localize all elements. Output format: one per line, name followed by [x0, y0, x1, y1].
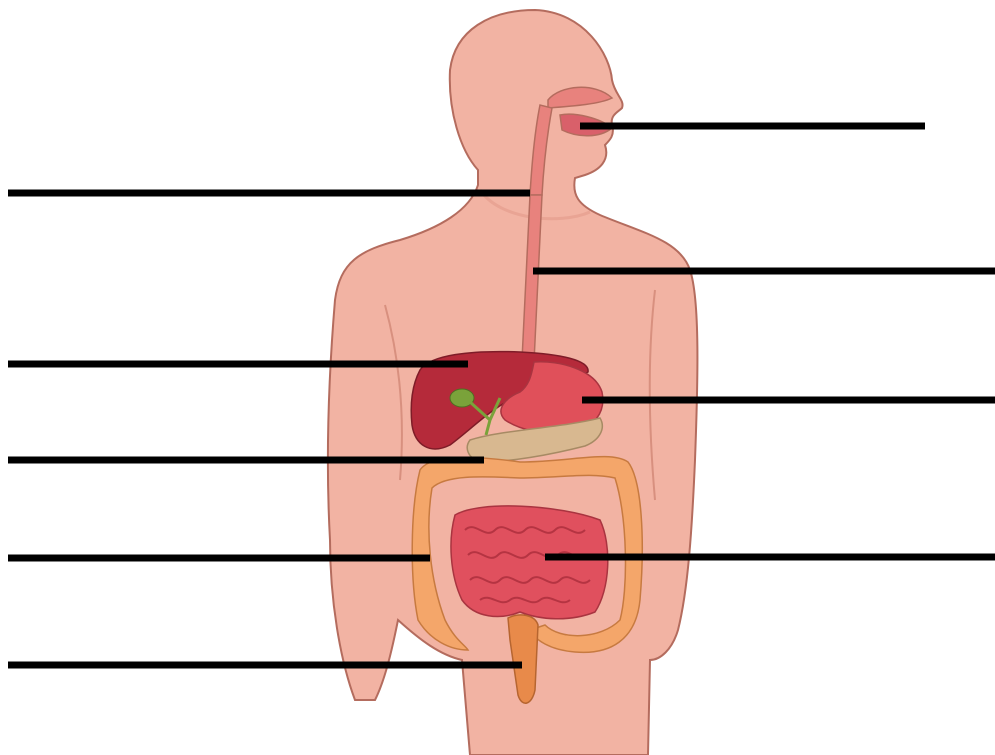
- label-slot-pancreas[interactable]: [10, 434, 290, 454]
- label-slot-rectum[interactable]: [10, 639, 290, 659]
- label-slot-pharynx[interactable]: [10, 167, 290, 187]
- label-slot-small-intestine[interactable]: [700, 531, 980, 551]
- label-slot-mouth[interactable]: [640, 100, 920, 120]
- label-slot-liver[interactable]: [10, 338, 290, 358]
- label-slot-stomach[interactable]: [700, 374, 980, 394]
- label-slot-large-intestine[interactable]: [10, 532, 290, 552]
- small-intestine: [451, 506, 608, 619]
- label-slot-esophagus[interactable]: [700, 245, 980, 265]
